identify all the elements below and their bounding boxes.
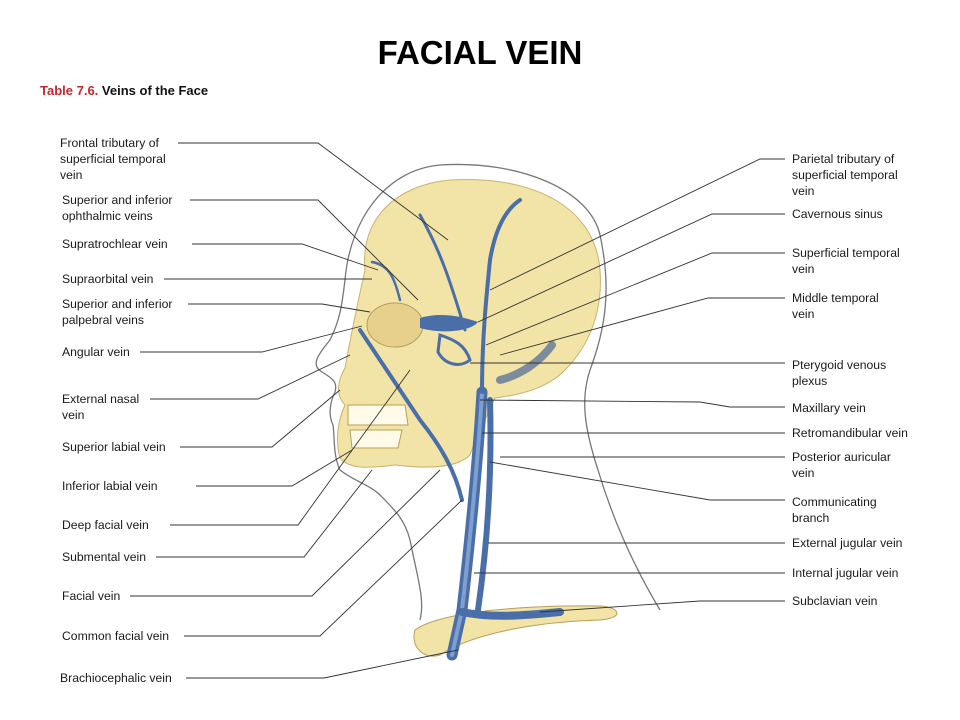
lower-teeth	[349, 429, 403, 449]
leader-palpebral	[188, 303, 371, 313]
slide-title: FACIAL VEIN	[377, 34, 583, 71]
label-supraorbital-vein: Supraorbital vein	[62, 272, 154, 286]
orbit	[366, 302, 424, 348]
leader-common-facial	[184, 499, 463, 637]
table-caption: Table 7.6. Veins of the Face	[40, 83, 208, 98]
subclavian-vein	[458, 608, 564, 620]
left-leader-lines	[130, 142, 463, 679]
supraorbital-branch	[370, 260, 402, 302]
label-angular-vein: Angular vein	[62, 345, 130, 359]
cavernous-sinus	[420, 315, 478, 332]
label-retromandibular-vein: Retromandibular vein	[792, 426, 908, 440]
leader-middle-temporal	[499, 297, 785, 356]
leader-ophthalmic	[190, 199, 419, 301]
leader-maxillary	[479, 399, 785, 408]
table-caption-text: Veins of the Face	[101, 83, 209, 98]
label-submental-vein: Submental vein	[62, 550, 147, 564]
label-middle-temporal-vein: Middle temporal vein	[792, 291, 879, 321]
leader-superficial-temporal	[485, 252, 785, 346]
frontal-tributary	[418, 213, 467, 332]
leader-parietal-tributary	[489, 158, 785, 291]
internal-jugular-highlight	[450, 390, 484, 657]
table-number: Table 7.6.	[40, 83, 99, 98]
label-supratrochlear-vein: Supratrochlear vein	[62, 237, 168, 251]
label-deep-facial-vein: Deep facial vein	[62, 518, 149, 532]
label-brachiocephalic-vein: Brachiocephalic vein	[60, 671, 172, 685]
label-communicating-branch: Communicating branch	[792, 495, 877, 525]
external-jugular-vein	[475, 397, 494, 613]
leader-frontal-tributary	[178, 142, 449, 241]
leader-cavernous-sinus	[477, 213, 785, 323]
leader-external-nasal	[150, 354, 351, 400]
label-superficial-temporal-vein: Superficial temporal vein	[792, 246, 900, 276]
label-pterygoid-plexus: Pterygoid venous plexus	[792, 358, 887, 388]
head-outline	[315, 163, 601, 621]
label-maxillary-vein: Maxillary vein	[792, 401, 866, 415]
label-internal-jugular-vein: Internal jugular vein	[792, 566, 899, 580]
leader-supratrochlear	[192, 243, 379, 271]
label-external-nasal-vein: External nasal vein	[62, 392, 140, 422]
right-leader-lines	[470, 158, 785, 613]
leader-subclavian	[539, 600, 785, 613]
pterygoid-plexus	[436, 332, 472, 366]
label-common-facial-vein: Common facial vein	[62, 629, 170, 643]
retromandibular-vein	[496, 341, 556, 384]
leader-submental	[156, 469, 373, 558]
label-inferior-labial-vein: Inferior labial vein	[62, 479, 158, 493]
leader-communicating	[489, 461, 785, 501]
leader-brachiocephalic	[186, 649, 459, 679]
label-subclavian-vein: Subclavian vein	[792, 594, 878, 608]
leader-superior-labial	[180, 389, 341, 448]
neck-back-outline	[584, 234, 661, 611]
facial-vein	[358, 328, 464, 502]
label-facial-vein: Facial vein	[62, 589, 121, 603]
label-parietal-tributary: Parietal tributary of superficial tempor…	[792, 152, 898, 198]
label-superior-labial-vein: Superior labial vein	[62, 440, 166, 454]
label-frontal-tributary: Frontal tributary of superficial tempora…	[60, 136, 166, 182]
label-ophthalmic-veins: Superior and inferior ophthalmic veins	[62, 193, 173, 223]
superficial-temporal-vein	[480, 198, 522, 394]
leader-inferior-labial	[196, 449, 353, 487]
label-palpebral-veins: Superior and inferior palpebral veins	[62, 297, 173, 327]
leader-deep-facial	[170, 369, 411, 526]
leader-facial	[130, 469, 441, 597]
label-posterior-auricular-vein: Posterior auricular vein	[792, 450, 891, 480]
label-external-jugular-vein: External jugular vein	[792, 536, 903, 550]
leader-angular	[140, 325, 363, 353]
label-cavernous-sinus: Cavernous sinus	[792, 207, 883, 221]
